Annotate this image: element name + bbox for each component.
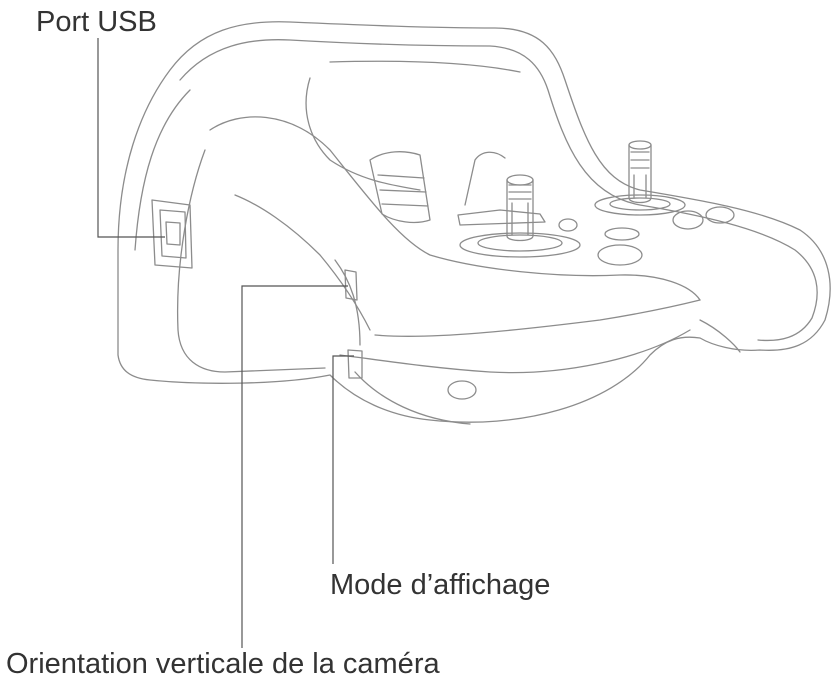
controller-body: [117, 21, 831, 425]
camera-tilt-leader-line: [241, 285, 348, 648]
display-mode-label: Mode d’affichage: [330, 569, 551, 601]
display-mode-leader-line: [332, 355, 354, 564]
camera-tilt-label: Orientation verticale de la caméra: [6, 648, 440, 680]
usb-port-leader-line: [97, 38, 165, 238]
usb-port-label: Port USB: [36, 6, 157, 38]
leader-lines: [97, 38, 354, 648]
